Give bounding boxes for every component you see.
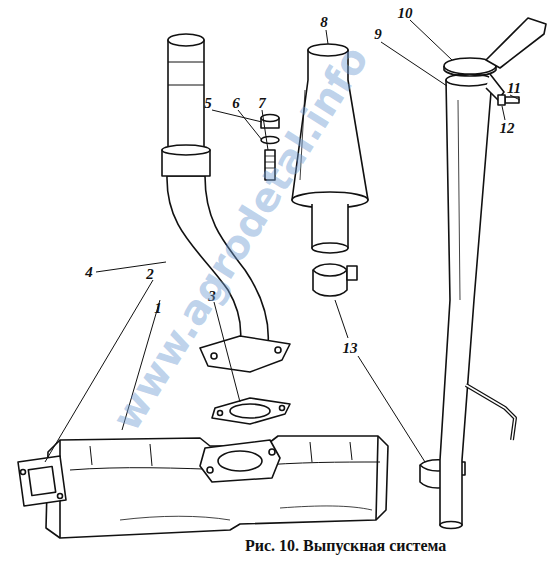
gasket — [18, 456, 66, 506]
leader-lines — [45, 20, 520, 462]
exhaust-manifold — [46, 436, 388, 538]
callout-number: 4 — [84, 265, 94, 280]
callout-number: 11 — [506, 81, 522, 96]
figure-caption: Рис. 10. Выпускная система — [245, 538, 446, 554]
callout-number: 9 — [373, 27, 383, 42]
callout-number: 2 — [145, 267, 155, 282]
callout-number: 8 — [319, 15, 329, 30]
callout-number: 13 — [342, 341, 359, 356]
callout-number: 7 — [257, 96, 267, 111]
callout-number: 10 — [397, 6, 414, 21]
callout-number: 6 — [231, 96, 241, 111]
callout-number: 5 — [203, 96, 213, 111]
callout-number: 12 — [499, 121, 516, 136]
rain-cap — [444, 18, 546, 76]
exhaust-stack — [440, 74, 515, 529]
bolt-nut — [498, 95, 519, 105]
gasket — [212, 398, 290, 424]
callout-number: 1 — [153, 301, 163, 316]
